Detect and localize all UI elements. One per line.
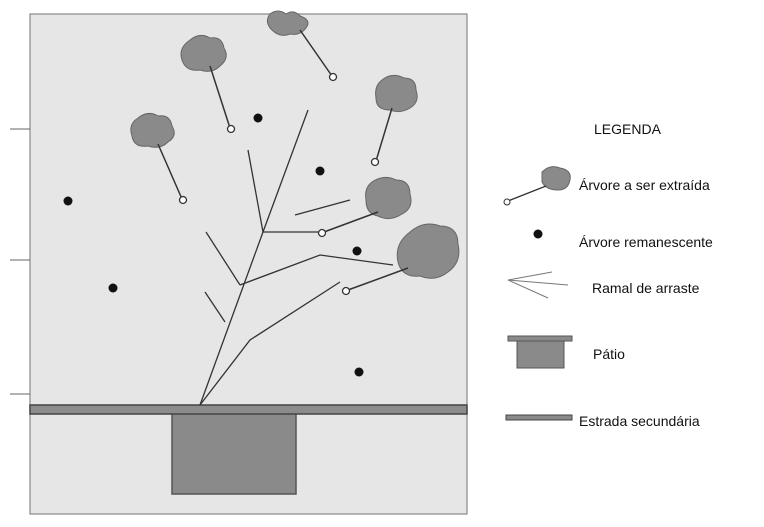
remaining-trees bbox=[63, 113, 364, 377]
left-edge-ticks bbox=[10, 128, 30, 395]
remaining-tree bbox=[352, 246, 362, 256]
felled-tree-icon bbox=[503, 166, 571, 206]
legend-title: LEGENDA bbox=[594, 121, 661, 137]
tree-to-extract bbox=[266, 10, 338, 82]
legend-label-remaining-tree: Árvore remanescente bbox=[579, 234, 713, 250]
remaining-tree bbox=[315, 166, 325, 176]
remaining-tree bbox=[108, 283, 118, 293]
tree-to-extract bbox=[317, 176, 412, 238]
remaining-tree bbox=[354, 367, 364, 377]
legend-label-secondary-road: Estrada secundária bbox=[579, 413, 700, 429]
dot-icon bbox=[533, 229, 543, 239]
landing-icon bbox=[507, 335, 573, 369]
tree-to-extract bbox=[370, 74, 418, 167]
tree-to-extract bbox=[130, 112, 188, 205]
secondary-road bbox=[29, 404, 468, 415]
legend-label-landing: Pátio bbox=[593, 346, 625, 362]
landing-patio bbox=[171, 408, 297, 495]
road-icon bbox=[505, 414, 573, 421]
legend-label-skid-trail: Ramal de arraste bbox=[592, 280, 700, 296]
tree-to-extract bbox=[180, 34, 236, 134]
legend-label-tree-to-extract: Árvore a ser extraída bbox=[579, 177, 710, 193]
trees-to-extract bbox=[130, 10, 460, 296]
branching-lines-icon bbox=[507, 271, 569, 299]
skid-trails bbox=[199, 109, 394, 406]
remaining-tree bbox=[63, 196, 73, 206]
tree-to-extract bbox=[341, 223, 460, 296]
remaining-tree bbox=[253, 113, 263, 123]
